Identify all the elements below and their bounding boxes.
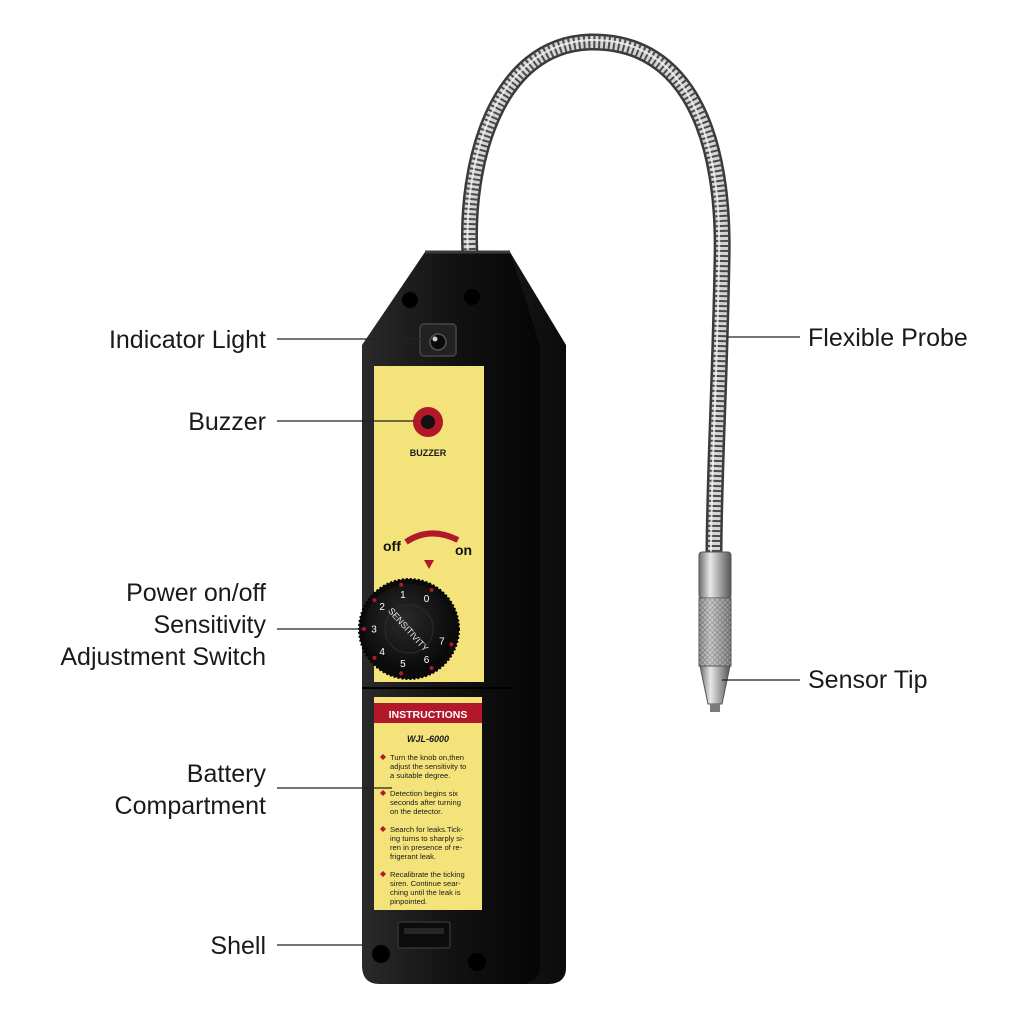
bullet-icon: [380, 826, 386, 832]
dial-mark: [362, 627, 366, 631]
dial-number: 7: [439, 637, 445, 648]
instruction-line: adjust the sensitivity to: [390, 762, 466, 771]
callout-sensor-tip: Sensor Tip: [808, 666, 928, 694]
power-arc: [404, 530, 460, 545]
dial-mark: [449, 642, 454, 647]
instruction-line: siren. Continue sear-: [390, 879, 461, 888]
dial-mark: [399, 671, 404, 676]
buzzer-label: BUZZER: [410, 448, 447, 458]
dial-number: 5: [400, 659, 406, 670]
instruction-line: ing turns to sharply si-: [390, 834, 465, 843]
instructions-label: INSTRUCTIONS WJL-6000 Turn the knob on,t…: [374, 697, 482, 910]
dial-number: 6: [424, 655, 430, 666]
instruction-line: Recalibrate the ticking: [390, 870, 465, 879]
dial-number: 4: [379, 647, 385, 658]
instruction-line: frigerant leak.: [390, 852, 436, 861]
instruction-line: pinpointed.: [390, 897, 427, 906]
screw-hole: [372, 945, 390, 963]
callout-shell: Shell: [210, 932, 266, 960]
instruction-line: on the detector.: [390, 807, 442, 816]
on-label: on: [455, 542, 472, 558]
dial-mark: [399, 582, 404, 587]
bullet-icon: [380, 871, 386, 877]
callout-buzzer: Buzzer: [188, 408, 266, 436]
instruction-line: seconds after turning: [390, 798, 461, 807]
dial-mark: [429, 666, 434, 670]
callout-indicator-light: Indicator Light: [108, 326, 266, 354]
dial-mark: [372, 598, 377, 603]
pointer-icon: [424, 560, 434, 569]
screw-hole: [464, 289, 480, 305]
callout-flexible-probe: Flexible Probe: [808, 324, 968, 352]
callout-power-switch: Power on/off Sensitivity Adjustment Swit…: [60, 579, 266, 671]
model-number: WJL-6000: [407, 734, 449, 744]
screw-hole: [402, 292, 418, 308]
instruction-line: ching until the leak is: [390, 888, 461, 897]
instruction-line: Detection begins six: [390, 789, 458, 798]
indicator-light: [429, 333, 447, 351]
dial-number: 2: [379, 602, 385, 613]
leader-lines: [277, 336, 800, 946]
instruction-line: a suitable degree.: [390, 771, 450, 780]
off-label: off: [383, 538, 401, 554]
bullet-icon: [380, 790, 386, 796]
battery-latch: [397, 921, 451, 949]
sensor-tip: [698, 551, 732, 712]
dial-number: 0: [424, 594, 430, 605]
instruction-line: ren in presence of re-: [390, 843, 463, 852]
instructions-title: INSTRUCTIONS: [389, 709, 468, 721]
instruction-line: Turn the knob on,then: [390, 753, 464, 762]
dial-mark: [429, 588, 434, 592]
flexible-probe: [460, 33, 731, 564]
callout-battery-compartment: Battery Compartment: [114, 760, 266, 820]
dial-marks: 0 1 2 34 5 67: [362, 582, 454, 676]
screw-hole: [468, 953, 486, 971]
bullet-icon: [380, 754, 386, 760]
dial-number: 3: [371, 625, 377, 636]
dial-mark: [372, 655, 377, 660]
instruction-line: Search for leaks.Tick-: [390, 825, 464, 834]
dial-number: 1: [400, 590, 406, 601]
